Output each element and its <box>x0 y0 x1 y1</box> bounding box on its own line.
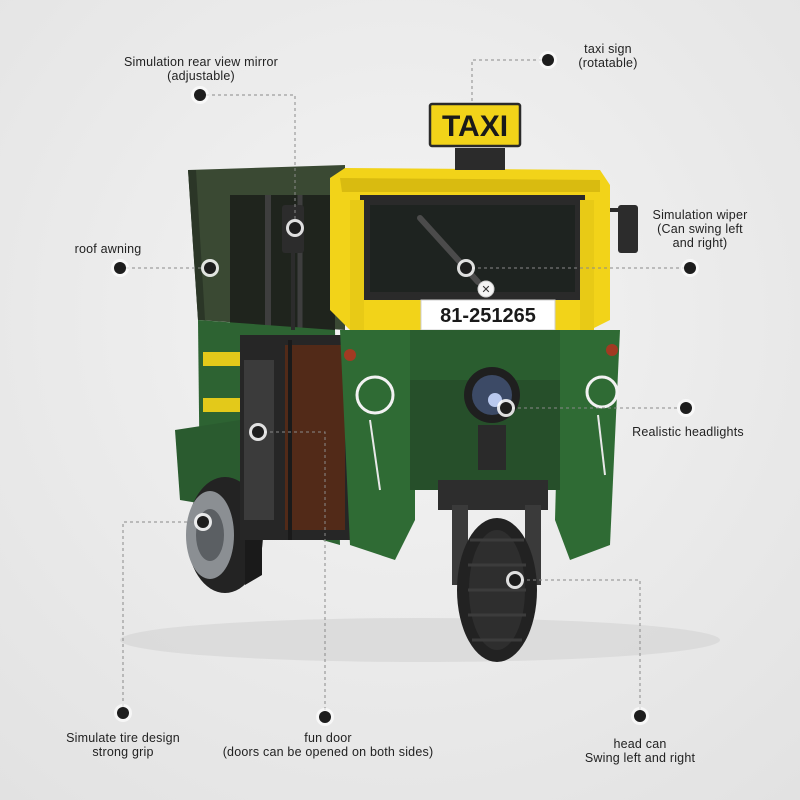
tire-target-dot <box>197 516 209 528</box>
front-cab <box>330 168 638 330</box>
rear-mirror-outer-dot <box>194 89 206 101</box>
callout-taxi-sign-line1: taxi sign <box>584 42 632 56</box>
callout-rear-mirror: Simulation rear view mirror (adjustable) <box>106 55 296 83</box>
front-wheel <box>438 480 548 662</box>
rear-mirror-target-dot <box>289 222 301 234</box>
callout-head-line1: head can <box>613 737 667 751</box>
callout-taxi-sign-line2: (rotatable) <box>578 56 638 70</box>
callout-wiper: Simulation wiper (Can swing left and rig… <box>640 208 760 250</box>
callout-headlights: Realistic headlights <box>618 425 758 439</box>
callout-wiper-line3: and right) <box>672 236 728 250</box>
callout-tire-line1: Simulate tire design <box>66 731 180 745</box>
callout-fun-door-line1: fun door <box>304 731 352 745</box>
callout-wiper-line2: (Can swing left <box>657 222 743 236</box>
head-target-dot <box>509 574 521 586</box>
fun-door-target-dot <box>252 426 264 438</box>
callout-lines <box>120 59 690 717</box>
roof-awning-target-dot <box>204 262 216 274</box>
callout-tire-line2: strong grip <box>92 745 154 759</box>
callout-fun-door-line2: (doors can be opened on both sides) <box>222 745 434 759</box>
callout-headlights-line1: Realistic headlights <box>632 425 744 439</box>
callout-head: head can Swing left and right <box>570 737 710 765</box>
callout-roof-awning: roof awning <box>60 242 156 256</box>
wiper-outer-dot <box>684 262 696 274</box>
taxi-sign-outer-dot <box>542 54 554 66</box>
callout-tire: Simulate tire design strong grip <box>43 731 203 759</box>
license-plate: 81-251265 <box>420 299 556 331</box>
fun-door-outer-dot <box>319 711 331 723</box>
callout-rear-mirror-line1: Simulation rear view mirror <box>123 55 279 69</box>
callout-roof-awning-line1: roof awning <box>74 242 142 256</box>
roof-awning <box>188 165 345 335</box>
taxi-sign: TAXI <box>428 102 522 170</box>
plate-number-text: 81-251265 <box>440 305 536 327</box>
head-outer-dot <box>634 710 646 722</box>
callout-rear-mirror-line2: (adjustable) <box>167 69 235 83</box>
svg-text:✕: ✕ <box>481 283 490 296</box>
headlight-target-dot <box>500 402 512 414</box>
wiper-target-dot <box>460 262 472 274</box>
callout-taxi-sign: taxi sign (rotatable) <box>556 42 660 70</box>
taxi-sign-text: TAXI <box>442 110 508 143</box>
roof-awning-outer-dot <box>114 262 126 274</box>
callout-fun-door: fun door (doors can be opened on both si… <box>205 731 451 759</box>
callout-head-line2: Swing left and right <box>584 751 696 765</box>
headlight-outer-dot <box>680 402 692 414</box>
tire-outer-dot <box>117 707 129 719</box>
callout-wiper-line1: Simulation wiper <box>652 208 748 222</box>
